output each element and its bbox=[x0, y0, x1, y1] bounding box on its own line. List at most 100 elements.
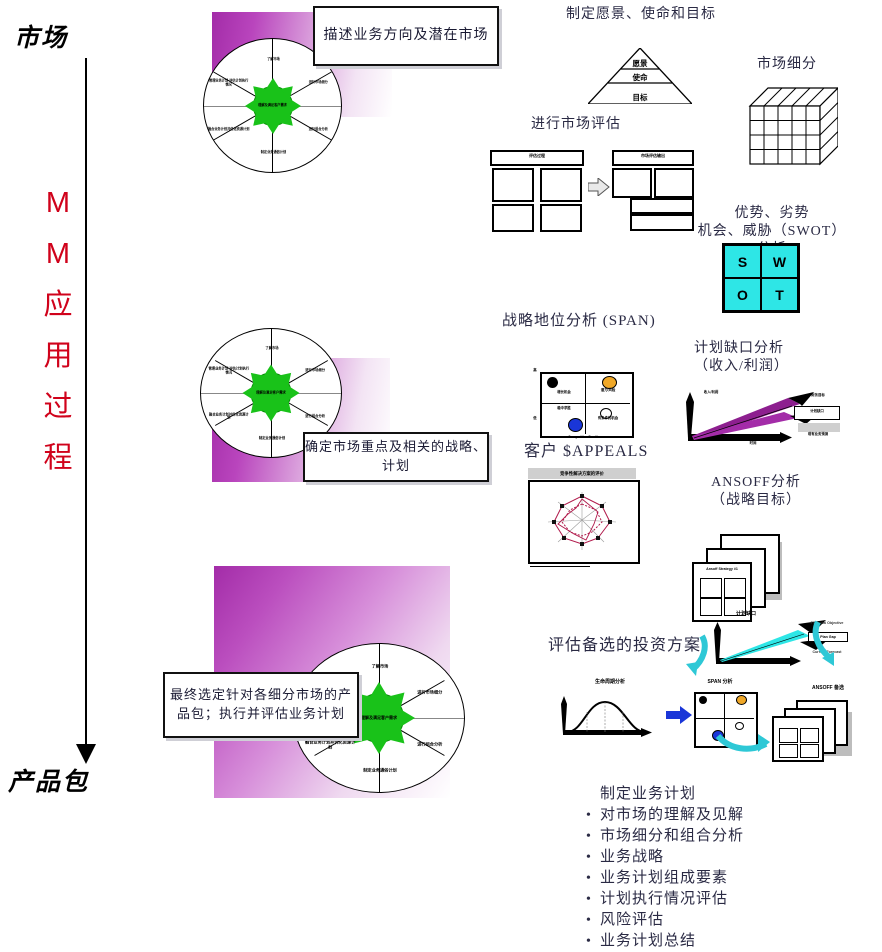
wheel-segment-label: 制定业务通俗计划 bbox=[258, 436, 286, 441]
appeals-caption-bar: 竞争性解决方案的评价 bbox=[528, 468, 636, 479]
ansoff-card bbox=[772, 716, 824, 762]
lifecycle-chart bbox=[553, 692, 661, 738]
callout-middle: 确定市场重点及相关的战略、计划 bbox=[303, 432, 489, 482]
wheel-segment-label: 制定业务通俗计划 bbox=[260, 150, 287, 155]
wheel-segment-label: 了解市场 bbox=[371, 663, 389, 669]
swot-title: 优势、劣势 机会、威胁（SWOT） 分析 bbox=[672, 205, 872, 260]
span-dot-white bbox=[600, 408, 612, 419]
assessment-out-box bbox=[654, 168, 694, 198]
ansoff-step-label: ANSOFF 备选 bbox=[812, 685, 844, 691]
span-dot-black bbox=[547, 377, 558, 388]
invest-title: 评估备选的投资方案 bbox=[548, 637, 702, 654]
ansoff-title: ANSOFF分析 （战略目标） bbox=[676, 474, 836, 510]
segmentation-title: 市场细分 bbox=[757, 57, 817, 72]
assessment-box bbox=[492, 204, 534, 232]
assessment-box bbox=[540, 204, 582, 232]
swoosh-arrow-icon bbox=[812, 620, 834, 666]
swot-cell-s: S bbox=[724, 245, 761, 278]
span-matrix: 增长机会 潜力/风险 稳中求胜 有条件的机会 bbox=[540, 372, 634, 438]
wheel-arrow-icon bbox=[265, 77, 280, 89]
bullet-item: 风险评估 bbox=[586, 910, 846, 931]
wheel-arrow-icon bbox=[242, 386, 254, 400]
appeals-title: 客户 $APPEALS bbox=[524, 443, 649, 460]
gap-y-axis-label: 收入/利润 bbox=[703, 390, 719, 394]
wheel-segment-label: 进行组合分析 bbox=[305, 413, 326, 418]
rail-title-char: 用 bbox=[43, 340, 73, 372]
arrow-right-blue-icon bbox=[666, 706, 692, 724]
rail-title-char: 应 bbox=[43, 289, 73, 321]
wheel-arrow-icon bbox=[400, 709, 415, 727]
gap-title: 计划缺口分析 （收入/利润） bbox=[694, 340, 864, 376]
wheel-arrow-icon bbox=[264, 410, 278, 422]
assessment-right-header: 市场评估输出 bbox=[612, 150, 694, 166]
bullet-item: 业务计划组成要素 bbox=[586, 868, 846, 889]
appeals-radar-chart bbox=[528, 480, 640, 564]
ansoff-title-line2: （战略目标） bbox=[711, 493, 801, 509]
vision-pyramid: 愿景 使命 目标 bbox=[588, 48, 692, 104]
wheel-spoke bbox=[378, 718, 380, 793]
wheel-hub: 理解及满足客户需求 bbox=[354, 693, 404, 743]
invest-span-matrix bbox=[694, 692, 758, 748]
segmentation-cube bbox=[742, 84, 838, 168]
span-step-label: SPAN 分析 bbox=[707, 679, 733, 685]
lifecycle-label: 生命周期分析 bbox=[594, 679, 625, 685]
swot-cell-w: W bbox=[761, 245, 798, 278]
wheel-spoke bbox=[270, 393, 272, 458]
wheel-arrow-icon bbox=[244, 98, 256, 113]
wheel-segment-label: 融合业务计划并优化资源计划 bbox=[207, 127, 250, 132]
process-rail: 市场 M M 应 用 过 程 产品包 bbox=[0, 0, 130, 942]
assessment-out-box bbox=[630, 214, 694, 231]
wheel-segment-label: 管理业务计划·评估计划执行情况 bbox=[209, 78, 249, 87]
wheel-segment-label: 管理业务计划·评估计划执行情况 bbox=[208, 366, 250, 375]
span-dot-black bbox=[699, 696, 707, 704]
wheel-arrow-icon bbox=[370, 682, 388, 697]
rail-bottom-label: 产品包 bbox=[8, 769, 90, 796]
wheel-segment-label: 进行组合分析 bbox=[417, 741, 443, 747]
gap-forecast-band bbox=[798, 423, 840, 432]
gap-label-box: 计划缺口 bbox=[794, 406, 840, 420]
rail-title-char: M bbox=[45, 187, 71, 219]
swot-title-line2: 机会、威胁（SWOT） bbox=[697, 224, 847, 240]
bullets-title: 制定业务计划 bbox=[600, 786, 697, 802]
invest-ansoff-stack bbox=[770, 698, 860, 762]
pyramid-row-goal: 目标 bbox=[632, 93, 648, 102]
wheel-segment-label: 融合业务计划并优化资源计划 bbox=[305, 739, 356, 750]
wheel-segment-label: 了解市场 bbox=[265, 345, 279, 350]
rail-top-label: 市场 bbox=[14, 25, 69, 52]
span-quadrant: 有条件的机会 bbox=[597, 416, 619, 420]
pyramid-row-vision: 愿景 bbox=[632, 59, 648, 68]
bullet-item: 市场细分和组合分析 bbox=[586, 826, 846, 847]
swot-cell-o: O bbox=[724, 278, 761, 311]
gap-base-label: 现有业务预测 bbox=[807, 432, 829, 436]
ansoff-card-stack: Ansoff Strategy #1 bbox=[690, 528, 800, 622]
wheel-spoke bbox=[272, 105, 273, 173]
wheel-arrow-icon bbox=[289, 98, 301, 113]
gap-title-line2: （收入/利润） bbox=[694, 359, 789, 375]
wheel-segment-label: 了解市场 bbox=[267, 56, 280, 61]
swot-title-line1: 优势、劣势 bbox=[734, 206, 810, 221]
bullet-item: 业务战略 bbox=[586, 847, 846, 868]
span-quadrant: 增长机会 bbox=[557, 390, 571, 394]
assessment-box bbox=[492, 168, 534, 202]
span-y-low: 低 bbox=[533, 416, 537, 420]
assessment-diagram: 评估过程 市场评估输出 bbox=[490, 150, 694, 232]
callout-bottom: 最终选定针对各细分市场的产品包；执行并评估业务计划 bbox=[163, 672, 359, 738]
wheel-segment-label: 进行市场细分 bbox=[305, 368, 326, 373]
span-quadrant: 潜力/风险 bbox=[600, 388, 616, 392]
assessment-out-box bbox=[630, 198, 694, 214]
wheel-segment-label: 进行市场细分 bbox=[417, 689, 443, 695]
wheel-arrow-icon bbox=[288, 386, 300, 400]
span-y-high: 高 bbox=[533, 368, 537, 372]
assessment-left-header: 评估过程 bbox=[490, 150, 584, 166]
ansoff-card: Ansoff Strategy #1 bbox=[692, 562, 752, 622]
rail-title-char: M bbox=[45, 238, 71, 270]
swot-cell-t: T bbox=[761, 278, 798, 311]
span-dot-blue bbox=[568, 418, 583, 432]
span-title: 战略地位分析 (SPAN) bbox=[502, 313, 656, 329]
rail-arrow-icon bbox=[76, 744, 96, 764]
gap-chart: 计划缺口 财务目标 现有业务预测 收入/利润 时间 bbox=[680, 390, 840, 448]
arrow-right-icon bbox=[588, 178, 610, 196]
assessment-out-box bbox=[612, 168, 652, 198]
bullet-item: 计划执行情况评估 bbox=[586, 889, 846, 910]
business-plan-bullets: 制定业务计划 对市场的理解及见解 市场细分和组合分析 业务战略 业务计划组成要素… bbox=[586, 782, 846, 952]
